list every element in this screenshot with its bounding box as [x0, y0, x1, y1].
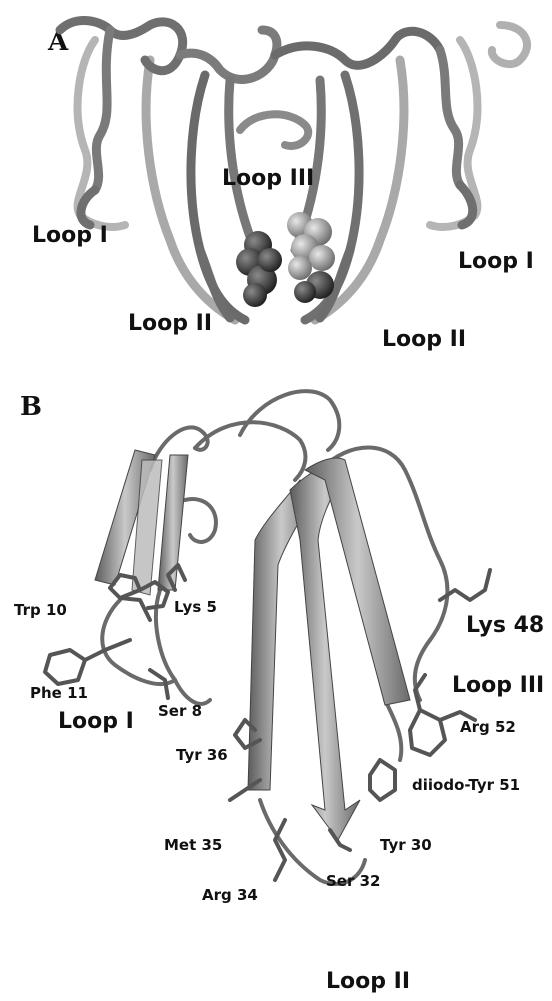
residue-tyr36-label: Tyr 36 [176, 746, 228, 764]
loop-ii-label-b: Loop II [326, 969, 410, 994]
residue-diiodo-tyr51-label: diiodo-Tyr 51 [412, 776, 520, 794]
residue-ser32-label: Ser 32 [326, 872, 380, 890]
loop-iii-label: Loop III [222, 166, 314, 191]
residue-phe11-label: Phe 11 [30, 684, 88, 702]
loop-i-label-b: Loop I [58, 709, 134, 734]
residue-arg52-label: Arg 52 [460, 718, 516, 736]
panel-b-label: B [20, 392, 42, 422]
loop-iii-label-b: Loop III [452, 673, 544, 698]
residue-arg34-label: Arg 34 [202, 886, 258, 904]
residue-ser8-label: Ser 8 [158, 702, 202, 720]
loop-i-right-label: Loop I [458, 249, 534, 274]
panel-b-strands [95, 450, 410, 840]
loop-ii-right-label: Loop II [382, 327, 466, 352]
loop-ii-left-label: Loop II [128, 311, 212, 336]
loop-i-left-label: Loop I [32, 223, 108, 248]
panel-a: A [32, 21, 534, 352]
residue-trp10-label: Trp 10 [14, 601, 67, 619]
panel-b: B [14, 391, 544, 994]
residue-tyr30-label: Tyr 30 [380, 836, 432, 854]
residue-lys5-label: Lys 5 [174, 598, 217, 616]
residue-lys48-label: Lys 48 [466, 613, 544, 638]
residue-met35-label: Met 35 [164, 836, 222, 854]
